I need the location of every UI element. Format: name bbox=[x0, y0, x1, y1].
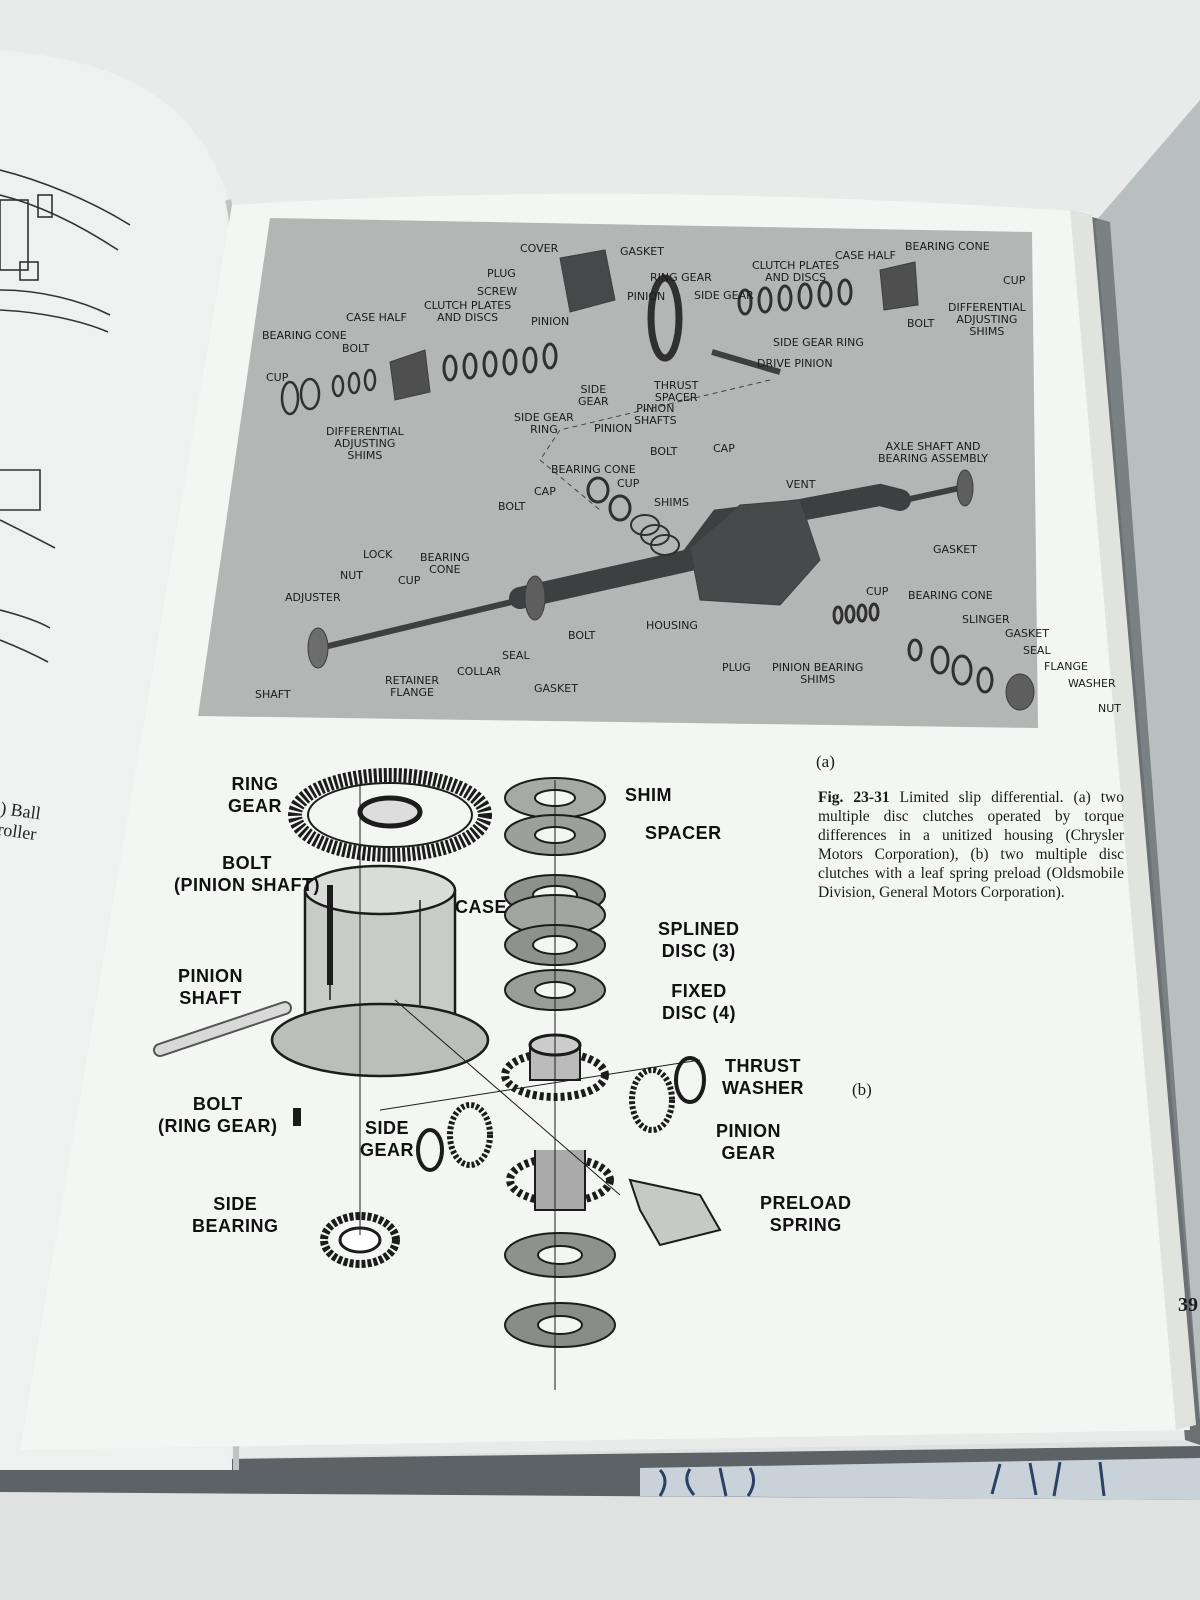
label-housing: HOUSING bbox=[646, 619, 698, 632]
label-bearing-cone-left: BEARING CONE bbox=[262, 329, 347, 342]
label-gasket-top: GASKET bbox=[620, 245, 664, 258]
label-bolt-left: BOLT bbox=[342, 342, 370, 355]
label-gasket-pinion: GASKET bbox=[1005, 627, 1049, 640]
label-bearing-cone-lower: BEARING CONE bbox=[420, 551, 470, 576]
label-bolt-lower: BOLT bbox=[568, 629, 596, 642]
label-seal-lower: SEAL bbox=[502, 649, 530, 662]
label-drive-pinion: DRIVE PINION bbox=[757, 357, 833, 370]
label-bearing-cone-top-right: BEARING CONE bbox=[905, 240, 990, 253]
label-b-side-bearing: SIDE BEARING bbox=[192, 1194, 279, 1236]
label-thrust-spacer: THRUST SPACER bbox=[654, 379, 699, 404]
label-cap-top: CAP bbox=[713, 442, 735, 455]
label-slinger: SLINGER bbox=[962, 613, 1010, 626]
left-page-text: ) Ball roller bbox=[0, 798, 43, 845]
label-axle-shaft: AXLE SHAFT AND BEARING ASSEMBLY bbox=[878, 440, 989, 465]
label-b-case: CASE bbox=[455, 897, 508, 917]
label-retainer-flange: RETAINER FLANGE bbox=[385, 674, 440, 699]
label-b-splined-disc: SPLINED DISC (3) bbox=[658, 919, 740, 961]
label-pinion-b: PINION bbox=[531, 315, 570, 328]
label-side-gear-top: SIDE GEAR bbox=[694, 289, 754, 302]
label-nut-pinion: NUT bbox=[1098, 702, 1121, 715]
label-bolt-mid: BOLT bbox=[650, 445, 678, 458]
label-pinion-a: PINION bbox=[627, 290, 666, 303]
label-lock: LOCK bbox=[363, 548, 393, 561]
label-clutch-plates-left: CLUTCH PLATES AND DISCS bbox=[424, 299, 512, 324]
label-b-preload-spring: PRELOAD SPRING bbox=[760, 1193, 852, 1235]
label-bolt-right: BOLT bbox=[907, 317, 935, 330]
label-gasket-axle: GASKET bbox=[933, 543, 977, 556]
label-collar: COLLAR bbox=[457, 665, 502, 678]
label-cup-pinion: CUP bbox=[866, 585, 889, 598]
label-cap-mid: CAP bbox=[534, 485, 556, 498]
caption-text: Limited slip differential. (a) two multi… bbox=[818, 789, 1125, 901]
label-b-side-gear: SIDE GEAR bbox=[360, 1118, 415, 1160]
label-diff-shims-left: DIFFERENTIAL ADJUSTING SHIMS bbox=[326, 425, 404, 462]
label-b-thrust-washer: THRUST WASHER bbox=[722, 1056, 805, 1098]
label-bearing-cone-pinion: BEARING CONE bbox=[908, 589, 993, 602]
label-clutch-plates-right: CLUTCH PLATES AND DISCS bbox=[752, 259, 840, 284]
label-vent: VENT bbox=[786, 478, 816, 491]
label-gasket-lower: GASKET bbox=[534, 682, 578, 695]
label-plug-top: PLUG bbox=[487, 267, 516, 280]
label-cup-left: CUP bbox=[266, 371, 289, 384]
label-seal-pinion: SEAL bbox=[1023, 644, 1051, 657]
panel-label-a: (a) bbox=[816, 752, 835, 771]
label-diff-shims-right: DIFFERENTIAL ADJUSTING SHIMS bbox=[948, 301, 1026, 338]
label-pinion-c: PINION bbox=[594, 422, 633, 435]
label-side-gear-ring-left: SIDE GEAR RING bbox=[514, 411, 574, 436]
label-pinion-bearing-shims: PINION BEARING SHIMS bbox=[772, 661, 864, 686]
label-b-bolt-pinion-shaft: BOLT (PINION SHAFT) bbox=[174, 853, 320, 895]
label-bearing-cone-mid: BEARING CONE bbox=[551, 463, 636, 476]
label-plug-lower: PLUG bbox=[722, 661, 751, 674]
label-b-bolt-ring-gear: BOLT (RING GEAR) bbox=[158, 1094, 278, 1136]
label-b-fixed-disc: FIXED DISC (4) bbox=[662, 981, 737, 1023]
label-case-half-left: CASE HALF bbox=[346, 311, 407, 324]
figure-caption: Fig. 23-31 Limited slip differential. (a… bbox=[818, 788, 1124, 902]
caption-fig-number: Fig. 23-31 bbox=[818, 789, 890, 806]
label-cup-mid: CUP bbox=[617, 477, 640, 490]
label-b-spacer: SPACER bbox=[645, 823, 722, 843]
label-screw: SCREW bbox=[477, 285, 518, 298]
label-cup-top-right: CUP bbox=[1003, 274, 1026, 287]
label-shims-mid: SHIMS bbox=[654, 496, 689, 509]
label-side-gear-mid: SIDE GEAR bbox=[578, 383, 609, 408]
label-pinion-shafts: PINION SHAFTS bbox=[634, 402, 677, 427]
label-washer: WASHER bbox=[1068, 677, 1116, 690]
label-nut-left: NUT bbox=[340, 569, 363, 582]
label-b-pinion-gear: PINION GEAR bbox=[716, 1121, 782, 1163]
panel-label-b: (b) bbox=[852, 1080, 872, 1099]
label-side-gear-ring-right: SIDE GEAR RING bbox=[773, 336, 864, 349]
label-b-ring-gear: RING GEAR bbox=[228, 774, 283, 816]
page-number: 39 bbox=[1178, 1294, 1198, 1316]
label-b-pinion-shaft: PINION SHAFT bbox=[178, 966, 244, 1008]
label-cover: COVER bbox=[520, 242, 559, 255]
label-shaft: SHAFT bbox=[255, 688, 291, 701]
label-adjuster: ADJUSTER bbox=[285, 591, 341, 604]
label-case-half-right: CASE HALF bbox=[835, 249, 896, 262]
label-b-shim: SHIM bbox=[625, 785, 672, 805]
label-cup-lower: CUP bbox=[398, 574, 421, 587]
label-ring-gear: RING GEAR bbox=[650, 271, 712, 284]
label-bolt-mid2: BOLT bbox=[498, 500, 526, 513]
label-flange: FLANGE bbox=[1044, 660, 1088, 673]
